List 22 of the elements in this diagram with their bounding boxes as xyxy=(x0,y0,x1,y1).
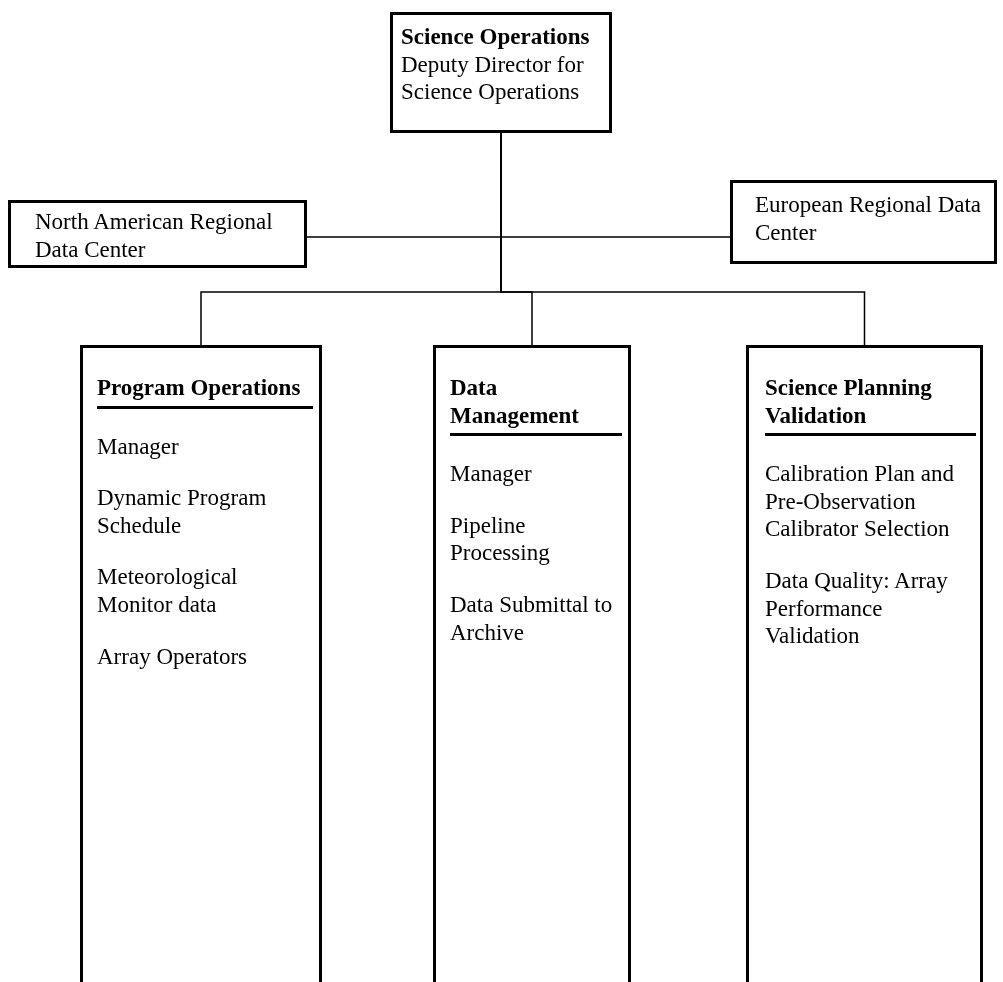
unit-heading: Science Operations xyxy=(401,23,591,51)
unit-text: European Regional Data Center xyxy=(755,191,983,247)
unit-text: Data Quality: Array Performance Validation xyxy=(765,566,949,650)
org-unit-box xyxy=(746,345,983,982)
unit-text: Deputy Director for Science Operations xyxy=(401,50,585,106)
unit-text: Manager xyxy=(97,432,180,461)
org-unit-box xyxy=(730,180,997,264)
unit-heading: Science Planning Validation xyxy=(765,374,976,437)
unit-text: Data Submittal to Archive xyxy=(450,590,614,647)
unit-text: Array Operators xyxy=(97,642,249,671)
unit-heading: Program Operations xyxy=(97,374,313,409)
org-unit-box xyxy=(8,200,307,268)
org-unit-box xyxy=(80,345,322,982)
unit-text: Manager xyxy=(450,460,533,488)
org-unit-box xyxy=(390,12,612,133)
unit-text: Dynamic Program Schedule xyxy=(97,484,268,540)
unit-text: Meteorological Monitor data xyxy=(97,563,239,619)
unit-heading: Data Management xyxy=(450,374,622,437)
unit-text: Calibration Plan and Pre-Observation Calibrator Selection xyxy=(765,460,956,543)
org-unit-box xyxy=(433,345,631,982)
unit-text: Pipeline Processing xyxy=(450,511,551,567)
unit-text: North American Regional Data Center xyxy=(35,208,274,264)
